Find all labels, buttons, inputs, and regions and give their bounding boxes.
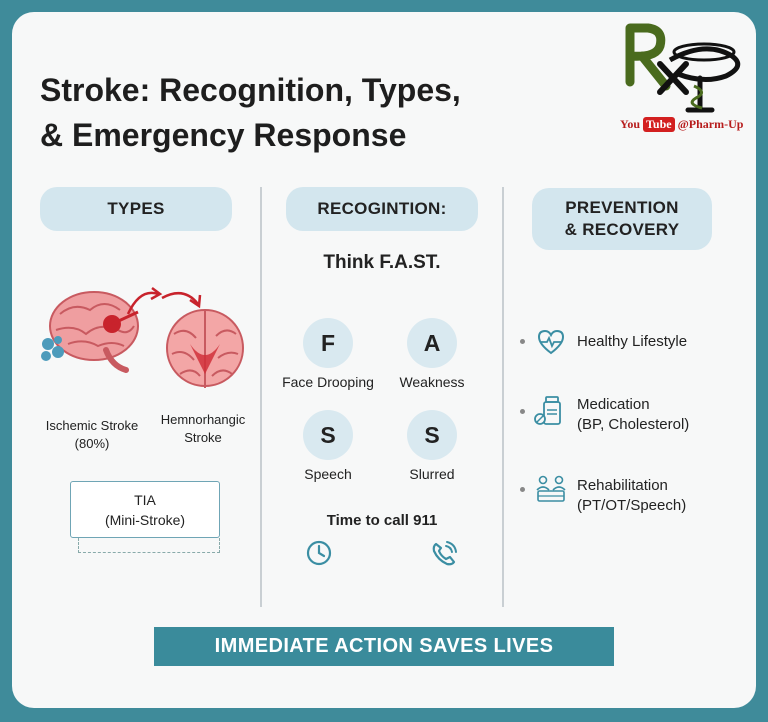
youtube-tube-badge: Tube bbox=[643, 117, 675, 132]
rx-logo-icon bbox=[625, 23, 741, 113]
phone-icon bbox=[432, 541, 457, 566]
prevention-item-healthy: Healthy Lifestyle bbox=[577, 332, 687, 352]
ischemic-label-line2: (80%) bbox=[74, 436, 110, 451]
column-divider-1 bbox=[260, 187, 262, 607]
call-911-text: Time to call 911 bbox=[326, 512, 438, 529]
fast-s1-circle: S bbox=[303, 410, 353, 460]
prevention-item-medication: Medication (BP, Cholesterol) bbox=[577, 395, 689, 435]
hemorrhagic-label-line2: Stroke bbox=[184, 430, 222, 445]
action-banner: IMMEDIATE ACTION SAVES LIVES bbox=[154, 627, 614, 666]
fast-a-circle: A bbox=[407, 318, 457, 368]
heart-pulse-icon bbox=[537, 329, 565, 355]
prevention-item-rehabilitation: Rehabilitation (PT/OT/Speech) bbox=[577, 476, 686, 516]
ischemic-label-line1: Ischemic Stroke bbox=[45, 418, 139, 433]
title-line-2: & Emergency Response bbox=[40, 117, 407, 153]
healthy-lifestyle-text: Healthy Lifestyle bbox=[577, 333, 688, 350]
fast-s2-label: Slurred bbox=[409, 466, 455, 482]
fast-s1-label: Speech bbox=[304, 466, 352, 482]
medication-text: Medication bbox=[577, 396, 650, 413]
prevention-header: PREVENTION & RECOVERY bbox=[532, 188, 712, 250]
hemorrhagic-label-line1: Hemnorhangic bbox=[160, 412, 246, 427]
fast-s2-circle: S bbox=[407, 410, 457, 460]
fast-f-circle: F bbox=[303, 318, 353, 368]
progression-arrows-icon bbox=[126, 287, 202, 315]
clock-icon bbox=[306, 540, 332, 566]
ischemic-brain-icon bbox=[41, 291, 139, 373]
types-header: TYPES bbox=[40, 187, 232, 231]
fast-f-label: Face Drooping bbox=[282, 374, 374, 390]
tia-subtitle: (Mini-Stroke) bbox=[104, 511, 186, 528]
bullet-medication bbox=[520, 409, 525, 414]
tia-dashed-outline bbox=[78, 538, 220, 553]
youtube-you-text: You bbox=[620, 117, 641, 131]
rehabilitation-icon bbox=[536, 475, 566, 502]
recognition-header: RECOGINTION: bbox=[286, 187, 478, 231]
page-title: Stroke: Recognition, Types, & Emergency … bbox=[40, 68, 461, 158]
hemorrhagic-label: Hemnorhangic Stroke bbox=[148, 411, 258, 447]
hemorrhagic-brain-icon bbox=[166, 309, 244, 388]
think-fast-heading: Think F.A.ST. bbox=[323, 252, 441, 273]
prevention-header-line1: PREVENTION bbox=[565, 198, 679, 217]
medication-icon bbox=[534, 396, 561, 425]
fast-a-label: Weakness bbox=[399, 374, 465, 390]
rehabilitation-detail: (PT/OT/Speech) bbox=[577, 497, 687, 514]
column-divider-2 bbox=[502, 187, 504, 607]
ischemic-label: Ischemic Stroke (80%) bbox=[22, 417, 162, 453]
medication-detail: (BP, Cholesterol) bbox=[577, 416, 690, 433]
prevention-header-line2: & RECOVERY bbox=[564, 220, 680, 239]
bullet-healthy bbox=[520, 339, 525, 344]
tia-box: TIA (Mini-Stroke) bbox=[70, 481, 220, 538]
bullet-rehabilitation bbox=[520, 487, 525, 492]
infographic-card: Stroke: Recognition, Types, & Emergency … bbox=[12, 12, 756, 708]
title-line-1: Stroke: Recognition, Types, bbox=[40, 72, 461, 108]
channel-handle: @Pharm-Up bbox=[677, 117, 744, 131]
tia-title: TIA bbox=[134, 491, 156, 508]
rehabilitation-text: Rehabilitation bbox=[577, 477, 668, 494]
